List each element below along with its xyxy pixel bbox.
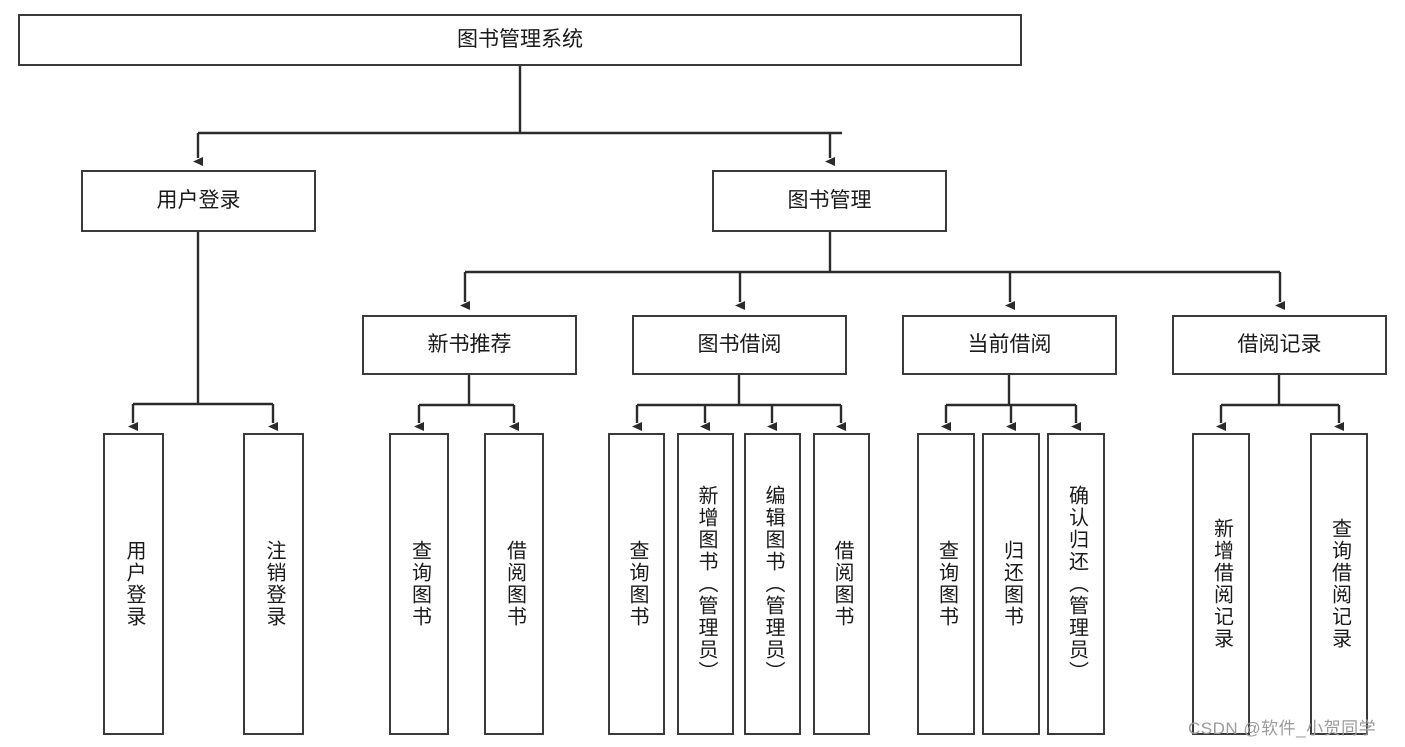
node-label: 当前借阅 — [967, 332, 1052, 356]
node-label: 新增图书（管理员） — [695, 485, 717, 683]
node-label: 用户登录 — [156, 188, 241, 212]
node-label: 查询图书 — [935, 540, 958, 628]
node-label: 图书管理 — [787, 188, 872, 212]
edges-borrowrecord-to-leaves — [1216, 375, 1344, 431]
node-label: 归还图书 — [1000, 540, 1023, 628]
node-leaf-add-book-admin[interactable]: 新增图书（管理员） — [677, 433, 734, 735]
node-label: 查询图书 — [408, 540, 431, 628]
node-current-borrow[interactable]: 当前借阅 — [902, 315, 1117, 375]
node-label: 借阅图书 — [831, 540, 853, 628]
node-label: 查询图书 — [626, 540, 648, 628]
node-leaf-query-borrow-record[interactable]: 查询借阅记录 — [1310, 433, 1368, 735]
node-label: 图书管理系统 — [457, 27, 583, 51]
node-book-management[interactable]: 图书管理 — [712, 170, 947, 232]
node-root-book-management-system[interactable]: 图书管理系统 — [18, 14, 1022, 66]
node-leaf-user-login[interactable]: 用户登录 — [103, 433, 164, 735]
node-label: 确认归还（管理员） — [1065, 485, 1088, 683]
node-label: 借阅记录 — [1237, 332, 1322, 356]
node-leaf-query-book-new-recommend[interactable]: 查询图书 — [389, 433, 449, 735]
node-label: 图书借阅 — [697, 332, 782, 356]
node-leaf-return-book[interactable]: 归还图书 — [982, 433, 1040, 735]
node-label: 新书推荐 — [427, 332, 512, 356]
node-label: 编辑图书（管理员） — [762, 485, 784, 683]
edges-bookborrow-to-leaves — [632, 375, 846, 431]
node-leaf-edit-book-admin[interactable]: 编辑图书（管理员） — [744, 433, 801, 735]
node-label: 用户登录 — [123, 540, 145, 628]
node-leaf-query-book-current[interactable]: 查询图书 — [917, 433, 975, 735]
node-leaf-query-book-borrow[interactable]: 查询图书 — [608, 433, 665, 735]
node-label: 借阅图书 — [503, 540, 526, 628]
node-leaf-borrow-book-new-recommend[interactable]: 借阅图书 — [484, 433, 544, 735]
edges-newbook-to-leaves — [414, 375, 519, 431]
node-label: 注销登录 — [263, 540, 285, 628]
node-leaf-confirm-return-admin[interactable]: 确认归还（管理员） — [1047, 433, 1105, 735]
node-label: 新增借阅记录 — [1210, 518, 1233, 650]
node-new-book-recommend[interactable]: 新书推荐 — [362, 315, 577, 375]
edges-currentborrow-to-leaves — [941, 375, 1081, 431]
edges-userlogin-to-leaves — [128, 232, 278, 431]
edges-bookmgmt-to-level2 — [460, 232, 1285, 310]
node-leaf-logout[interactable]: 注销登录 — [243, 433, 304, 735]
edges-root-to-level1 — [193, 66, 842, 166]
node-borrow-record[interactable]: 借阅记录 — [1172, 315, 1387, 375]
node-user-login[interactable]: 用户登录 — [81, 170, 316, 232]
node-book-borrow[interactable]: 图书借阅 — [632, 315, 847, 375]
watermark-text: CSDN @软件_小贺同学 — [1188, 719, 1377, 738]
node-label: 查询借阅记录 — [1328, 518, 1351, 650]
node-leaf-borrow-book-borrow[interactable]: 借阅图书 — [813, 433, 870, 735]
node-leaf-add-borrow-record[interactable]: 新增借阅记录 — [1192, 433, 1250, 735]
